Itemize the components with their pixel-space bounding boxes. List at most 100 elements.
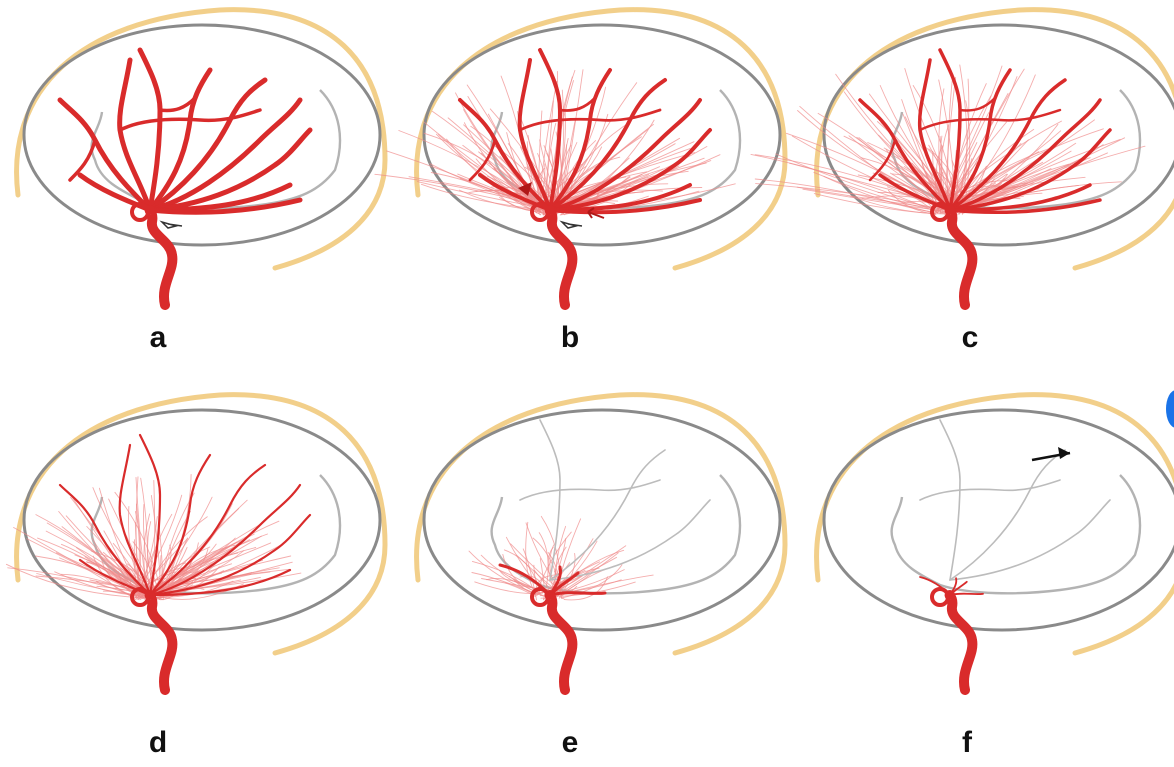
artery-stub [548,591,607,597]
artery-branch [948,198,1102,215]
siphon-loop [530,587,550,607]
open-arrow-icon [559,220,583,229]
panel-label: d [149,726,167,759]
artery-branch [148,483,302,597]
faint-vessel [949,449,1066,581]
artery-branch [57,97,153,213]
collateral-vessel [54,571,149,596]
artery-branch [548,128,712,212]
artery-branch [468,138,497,182]
artery-branch [68,138,97,182]
artery-branch [918,108,1062,132]
faint-vessels [919,419,1111,581]
collateral-vessel [946,83,987,208]
scalp-outline [414,392,788,656]
artery-branch [118,443,152,597]
collateral-vessel [138,513,173,594]
carotid-trunk [944,590,978,695]
carotid-trunk [544,205,578,310]
scalp-outline [414,7,788,271]
siphon-loop [930,202,950,222]
panel-f [814,392,1174,695]
artery-branch [548,68,612,212]
panel-label: f [962,726,973,759]
collateral-vessel [7,567,138,598]
artery-branch [78,558,152,597]
collateral-vessel [813,171,959,216]
open-arrow-icon [159,220,183,229]
collateral-vessel [471,572,539,596]
artery-branch [58,483,152,597]
collateral-vessel [36,573,150,599]
panel-label: b [561,321,579,354]
collateral-vessel [430,172,543,211]
artery-branch [77,172,153,213]
collateral-vessel [466,84,539,212]
collateral-vessel [540,585,578,599]
scalp-outline [814,7,1174,271]
collateral-vessel [478,151,545,207]
skull-outline [22,23,382,247]
carotid-trunk [144,590,178,695]
collateral-vessel [145,559,264,597]
collateral-vessel [532,537,563,599]
vessel-tree [5,433,312,695]
collateral-vessel [941,121,1007,206]
collateral-vessel [937,65,1003,211]
collateral-vessel [35,514,139,592]
artery-branch [118,108,262,132]
collateral-vessel [108,498,155,593]
artery-branch [138,433,162,597]
collateral-vessel [561,581,636,597]
artery-branch [158,96,197,113]
collateral-vessel [555,545,627,594]
collateral-vessel [152,479,156,596]
artery-branch [148,513,312,597]
faint-vessel [519,479,661,501]
artery-branch [878,173,952,212]
black-arrowhead-icon [1058,447,1070,459]
collateral-vessel [789,162,959,209]
panel-label: e [562,726,579,759]
small-arrow-icon [587,207,605,219]
artery-branch [958,96,997,112]
collateral-vessel [420,183,537,210]
collateral-vessel [151,542,272,592]
brain-contour [90,474,342,595]
collateral-vessel [813,193,937,215]
scalp-outline [814,392,1174,656]
collateral-vessel [879,85,959,207]
skull-outline [822,23,1174,247]
skull-outline [422,23,782,247]
faint-vessel [939,419,961,581]
collateral-vessel [535,574,557,601]
artery-branch [147,127,313,213]
collateral-vessel [92,487,160,593]
artery-branch [948,78,1067,212]
siphon-loop [530,202,550,222]
artery-branch [478,173,552,212]
vessel-tree [750,48,1146,310]
artery-branch [147,77,268,213]
collateral-vessel [938,88,945,210]
collateral-vessel [386,150,547,215]
collateral-vessel [486,578,540,591]
collateral-vessel [5,563,145,599]
collateral-vessel [960,145,1146,212]
faint-vessel [549,499,711,581]
collateral-vessel [90,550,153,591]
siphon-loop [130,202,150,222]
artery-branch [948,128,1112,212]
panel-a [14,7,388,310]
artery-branch [948,68,1012,212]
artery-branch [117,57,153,213]
panel-label: a [150,321,167,354]
artery-branch [548,198,702,215]
carotid-trunk [144,205,178,310]
artery-branch [868,138,897,182]
edge-accent-dot [1166,390,1174,428]
siphon-loop [130,587,150,607]
collateral-network [5,473,302,601]
scalp-outline [14,7,388,271]
